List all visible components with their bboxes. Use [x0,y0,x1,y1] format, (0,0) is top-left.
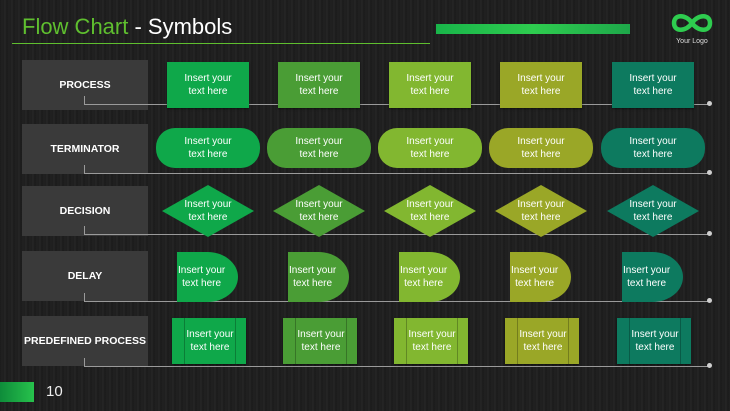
symbol-text: Insert your text here [406,199,454,223]
symbol-text: Insert your text here [631,329,679,353]
process-symbol[interactable]: Insert your text here [389,62,471,108]
infinity-logo-icon [671,14,713,32]
diamond-shape [495,185,587,237]
page-number: 10 [46,383,63,400]
symbol-text: Insert your text here [178,265,226,289]
row-connector-line [84,165,710,174]
symbol-text: Insert your text here [406,73,454,97]
process-symbol[interactable]: Insert your text here [278,62,360,108]
symbol-text: Insert your text here [184,136,232,160]
delay-symbol[interactable]: Insert your text here [510,252,571,302]
logo-text: Your Logo [676,38,708,45]
row-connector-dot [707,170,712,175]
symbol-text: Insert your text here [184,73,232,97]
row-connector-line [84,358,710,367]
symbol-text: Insert your text here [519,329,567,353]
symbol-text: Insert your text here [517,136,565,160]
row-label-process: PROCESS [22,60,148,110]
delay-symbol[interactable]: Insert your text here [177,252,238,302]
symbol-text: Insert your text here [295,73,343,97]
process-symbol[interactable]: Insert your text here [500,62,582,108]
symbol-text: Insert your text here [629,73,677,97]
symbol-text: Insert your text here [511,265,559,289]
process-symbol[interactable]: Insert your text here [167,62,249,108]
symbol-text: Insert your text here [623,265,671,289]
terminator-symbol[interactable]: Insert your text here [378,128,482,168]
decision-symbol[interactable]: Insert your text here [273,185,365,237]
row-connector-line [84,293,710,302]
footer-accent-bar [0,382,34,402]
terminator-symbol[interactable]: Insert your text here [267,128,371,168]
symbol-text: Insert your text here [295,199,343,223]
predefined-symbol[interactable]: Insert your text here [505,318,579,364]
delay-symbol[interactable]: Insert your text here [288,252,349,302]
row-label-delay: DELAY [22,251,148,301]
delay-symbol[interactable]: Insert your text here [399,252,460,302]
symbol-text: Insert your text here [186,329,234,353]
decision-symbol[interactable]: Insert your text here [607,185,699,237]
row-connector-dot [707,298,712,303]
symbol-text: Insert your text here [517,199,565,223]
slide-title: Flow Chart - Symbols [22,14,232,40]
symbol-text: Insert your text here [408,329,456,353]
predefined-symbol[interactable]: Insert your text here [617,318,691,364]
row-connector-dot [707,363,712,368]
title-highlight: Flow Chart [22,14,129,39]
decision-symbol[interactable]: Insert your text here [162,185,254,237]
decision-symbol[interactable]: Insert your text here [384,185,476,237]
row-connector-dot [707,231,712,236]
row-connector-dot [707,101,712,106]
delay-symbol[interactable]: Insert your text here [622,252,683,302]
title-underline [12,43,430,44]
terminator-symbol[interactable]: Insert your text here [489,128,593,168]
terminator-symbol[interactable]: Insert your text here [601,128,705,168]
symbol-text: Insert your text here [184,199,232,223]
decision-symbol[interactable]: Insert your text here [495,185,587,237]
symbol-text: Insert your text here [629,199,677,223]
row-label-predefined: PREDEFINED PROCESS [22,316,148,366]
diamond-shape [607,185,699,237]
symbol-text: Insert your text here [400,265,448,289]
row-connector-line [84,226,710,235]
process-symbol[interactable]: Insert your text here [612,62,694,108]
terminator-symbol[interactable]: Insert your text here [156,128,260,168]
header-accent-bar [436,24,630,34]
symbol-text: Insert your text here [297,329,345,353]
diamond-shape [384,185,476,237]
row-label-decision: DECISION [22,186,148,236]
symbol-text: Insert your text here [517,73,565,97]
predefined-symbol[interactable]: Insert your text here [394,318,468,364]
symbol-text: Insert your text here [289,265,337,289]
row-label-terminator: TERMINATOR [22,124,148,174]
symbol-text: Insert your text here [406,136,454,160]
symbol-text: Insert your text here [629,136,677,160]
title-rest: - Symbols [128,14,233,39]
diamond-shape [162,185,254,237]
predefined-symbol[interactable]: Insert your text here [283,318,357,364]
symbol-text: Insert your text here [295,136,343,160]
predefined-symbol[interactable]: Insert your text here [172,318,246,364]
diamond-shape [273,185,365,237]
